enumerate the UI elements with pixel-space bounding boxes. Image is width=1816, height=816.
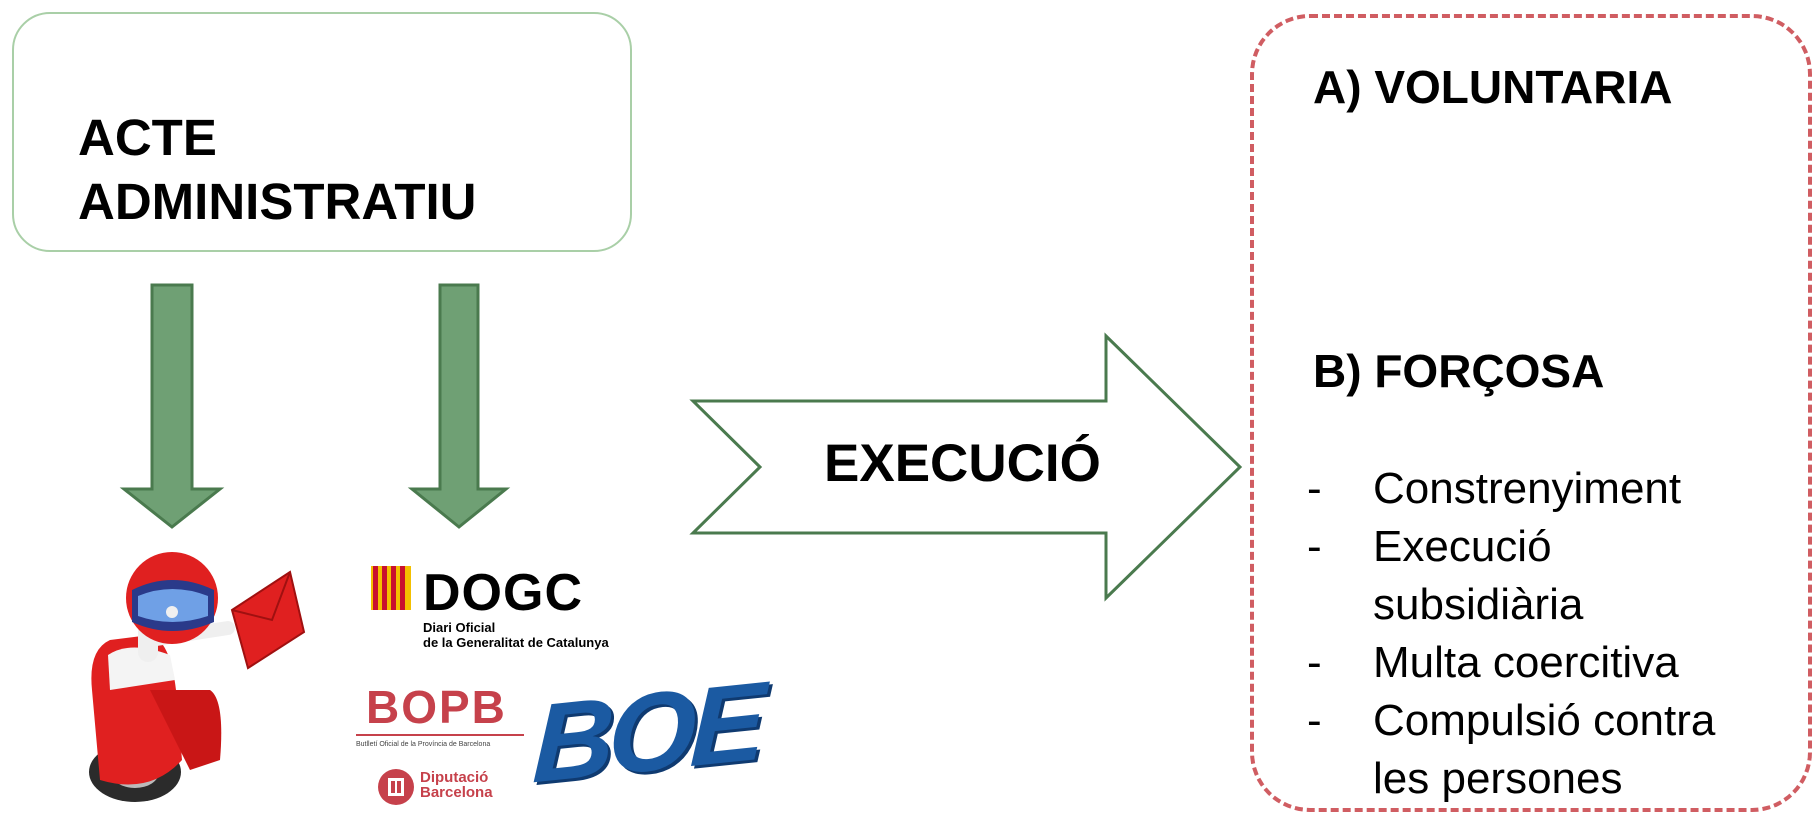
bopb-logo-text: BOPB <box>366 681 507 733</box>
list-item-text: Execució <box>1373 522 1552 571</box>
forcosa-heading: B) FORÇOSA <box>1313 345 1605 397</box>
list-item: - Multa coercitiva <box>1307 634 1715 692</box>
list-item-text-cont: les persones <box>1373 754 1623 803</box>
down-arrow-icon <box>119 283 225 529</box>
execucio-label: EXECUCIÓ <box>824 434 1101 493</box>
acte-administratiu-title: ACTE ADMINISTRATIU <box>78 106 477 234</box>
boe-logo-text: BOE <box>530 658 762 807</box>
dogc-logo-text: DOGC <box>423 564 583 622</box>
list-item-text: Multa coercitiva <box>1373 638 1679 687</box>
diputacio-seal-icon <box>378 769 414 805</box>
list-item-text-cont: subsidiària <box>1373 580 1584 629</box>
list-dash: - <box>1307 696 1322 745</box>
list-item: - Compulsió contra les persones <box>1307 692 1715 808</box>
dogc-flag-icon <box>371 566 411 610</box>
bopb-divider <box>356 734 524 736</box>
list-item: - Execució subsidiària <box>1307 518 1715 634</box>
list-item-text: Constrenyiment <box>1373 464 1682 513</box>
execution-types-box <box>1250 14 1812 812</box>
down-arrow-icon <box>407 283 511 529</box>
forced-methods-list: - Constrenyiment - Execució subsidiària … <box>1307 460 1715 808</box>
list-item: - Constrenyiment <box>1307 460 1715 518</box>
diputacio-logo-text: Diputació Barcelona <box>420 770 493 800</box>
courier-scooter-icon <box>89 552 235 802</box>
list-dash: - <box>1307 464 1322 513</box>
diputacio-line1: Diputació <box>420 769 489 786</box>
bopb-subtitle: Butlletí Oficial de la Província de Barc… <box>356 741 491 748</box>
dogc-subtitle-line2: de la Generalitat de Catalunya <box>423 635 609 650</box>
list-item-text: Compulsió contra <box>1373 696 1716 745</box>
right-arrow-icon <box>689 332 1243 602</box>
dogc-subtitle-line1: Diari Oficial <box>423 620 496 635</box>
voluntaria-heading: A) VOLUNTARIA <box>1313 61 1673 113</box>
acte-title-line2: ADMINISTRATIU <box>78 173 477 230</box>
dogc-subtitle: Diari Oficial de la Generalitat de Catal… <box>423 620 609 650</box>
diputacio-line2: Barcelona <box>420 784 493 801</box>
envelope-icon <box>230 570 306 670</box>
list-dash: - <box>1307 638 1322 687</box>
acte-title-line1: ACTE <box>78 109 217 166</box>
acte-administratiu-box <box>12 12 632 252</box>
list-dash: - <box>1307 522 1322 571</box>
